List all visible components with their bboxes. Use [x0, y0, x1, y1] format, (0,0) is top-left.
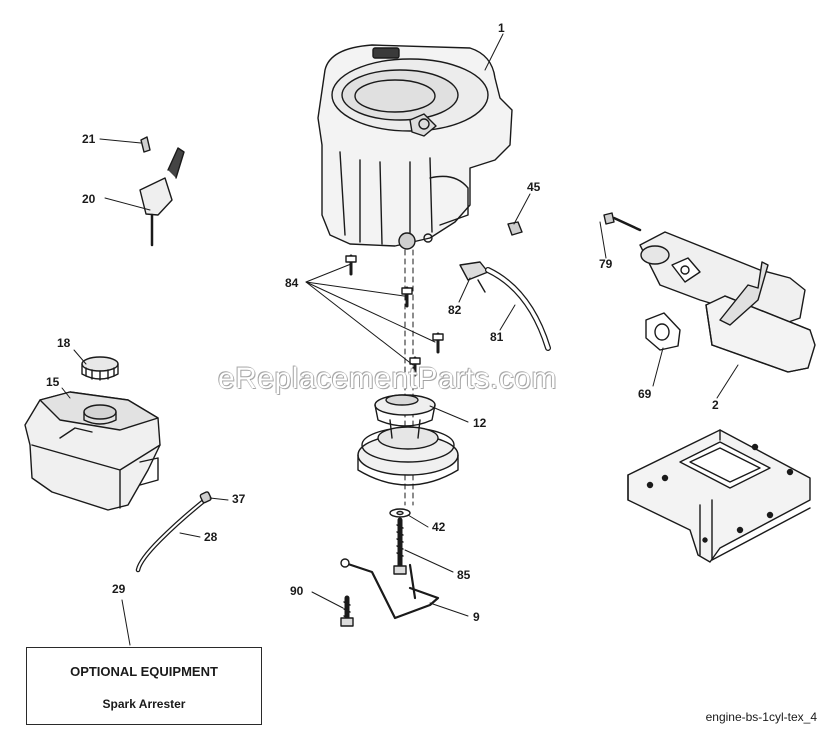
nut-45 — [507, 221, 523, 236]
brace-9 — [340, 558, 440, 620]
callout-84: 84 — [285, 276, 299, 290]
callout-20: 20 — [82, 192, 96, 206]
fuel-line-28 — [135, 491, 212, 573]
optional-equipment-item: Spark Arrester — [102, 697, 186, 711]
bolt-90 — [340, 595, 354, 627]
gasket-69 — [645, 312, 681, 351]
watermark: eReplacementParts.com — [218, 362, 557, 395]
callout-29: 29 — [112, 582, 126, 596]
callout-85: 85 — [457, 568, 471, 582]
bolt-79 — [603, 212, 642, 232]
leader-lines — [61, 33, 739, 646]
diagram-code: engine-bs-1cyl-tex_4 — [705, 710, 817, 724]
optional-equipment-box: OPTIONAL EQUIPMENT Spark Arrester — [26, 647, 262, 725]
callout-90: 90 — [290, 584, 304, 598]
callout-21: 21 — [82, 132, 96, 146]
fuel-tank-15 — [24, 391, 161, 511]
fuel-valve-82 — [459, 261, 551, 351]
callout-69: 69 — [638, 387, 652, 401]
callout-12: 12 — [473, 416, 487, 430]
callout-18: 18 — [57, 336, 71, 350]
engine-mount-plate — [627, 429, 811, 563]
engine-part — [317, 44, 513, 250]
fuel-cap-18 — [81, 356, 119, 381]
callout-28: 28 — [204, 530, 218, 544]
callout-79: 79 — [599, 257, 613, 271]
callout-81: 81 — [490, 330, 504, 344]
callout-1: 1 — [498, 21, 505, 35]
callout-37: 37 — [232, 492, 246, 506]
callout-82: 82 — [448, 303, 462, 317]
optional-equipment-title: OPTIONAL EQUIPMENT — [70, 664, 218, 679]
callout-9: 9 — [473, 610, 480, 624]
bolt-85 — [393, 517, 407, 575]
callout-45: 45 — [527, 180, 541, 194]
washer-42 — [389, 508, 411, 518]
callout-2: 2 — [712, 398, 719, 412]
muffler-2 — [639, 231, 816, 373]
callout-15: 15 — [46, 375, 60, 389]
throttle-control-20 — [139, 136, 185, 247]
bolt-84-group — [345, 254, 444, 377]
callout-42: 42 — [432, 520, 446, 534]
pulley-12 — [357, 394, 459, 486]
